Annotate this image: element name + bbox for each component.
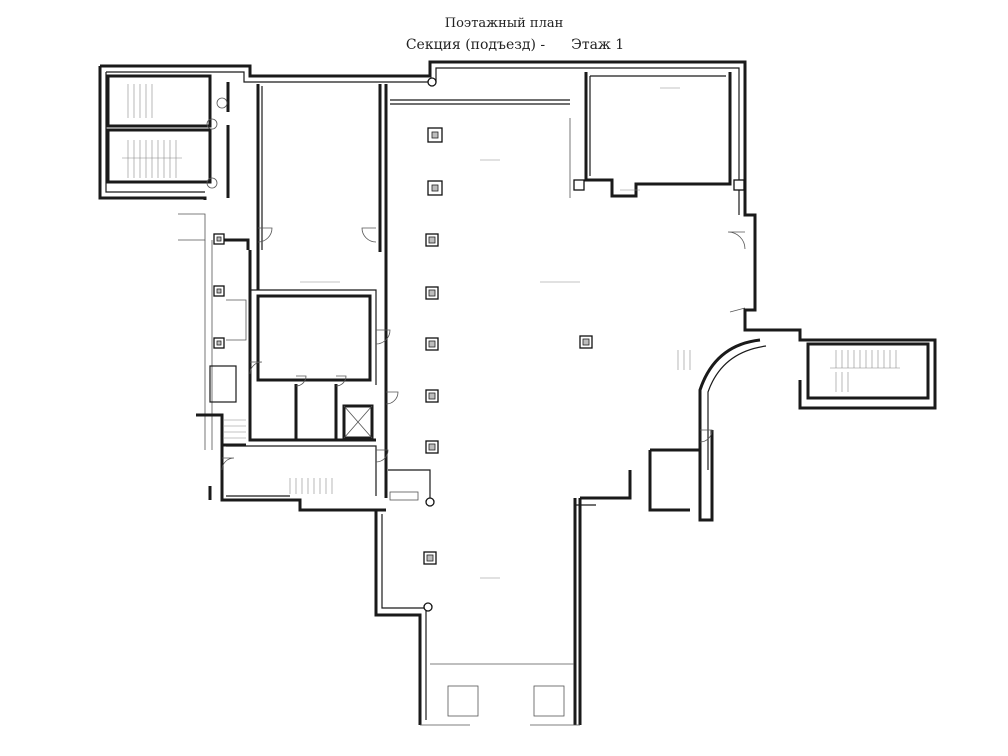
columns <box>213 77 593 612</box>
stair-room-top-left <box>106 74 230 198</box>
lower-left-rooms <box>220 250 431 512</box>
lower-hall <box>374 470 632 726</box>
plan-title: Поэтажный план <box>444 16 564 31</box>
west-entrance <box>178 213 250 500</box>
plan-subtitle: Секция (подъезд) - Этаж 1 <box>0 34 1008 56</box>
floor-label: Этаж 1 <box>571 37 625 53</box>
section-label: Секция (подъезд) - <box>405 37 546 53</box>
east-wing <box>648 231 930 522</box>
doors <box>221 227 713 471</box>
upper-central-rooms <box>256 72 745 498</box>
outer-walls <box>98 60 937 410</box>
dimension-ticks <box>300 87 680 579</box>
plan-title-block: Поэтажный план Секция (подъезд) - Этаж 1 <box>0 14 1008 56</box>
